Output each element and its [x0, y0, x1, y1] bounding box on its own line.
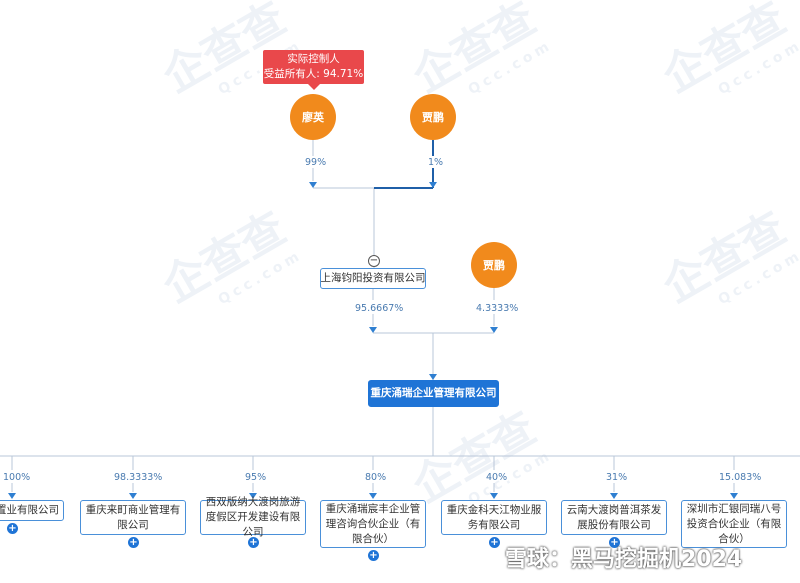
share-percent: 95%: [245, 472, 267, 483]
person-node-liaoying[interactable]: 廖英: [290, 94, 336, 140]
expand-toggle[interactable]: +: [368, 550, 379, 561]
expand-toggle[interactable]: +: [609, 537, 620, 548]
company-name: 置业有限公司: [0, 504, 59, 516]
expand-toggle[interactable]: +: [7, 523, 18, 534]
controller-badge: 实际控制人 受益所有人: 94.71%: [263, 50, 364, 90]
center-company-node[interactable]: 重庆涌瑞企业管理有限公司: [368, 380, 499, 407]
share-percent: 99%: [305, 157, 327, 168]
share-percent: 40%: [486, 472, 508, 483]
company-name: 上海钧阳投资有限公司: [320, 272, 426, 284]
company-name: 重庆金科天江物业服务有限公司: [446, 503, 542, 531]
person-node-jiapeng-mid[interactable]: 贾鹏: [471, 242, 517, 288]
company-name: 云南大渡岗普洱茶发展股份有限公司: [566, 503, 662, 531]
subsidiary-node[interactable]: 云南大渡岗普洱茶发展股份有限公司: [561, 500, 667, 535]
company-node-junyang[interactable]: 上海钧阳投资有限公司: [320, 268, 426, 289]
subsidiary-node[interactable]: 西双版纳大渡岗旅游度假区开发建设有限公司: [200, 496, 306, 538]
company-name: 重庆来町商业管理有限公司: [85, 503, 181, 531]
xueqiu-watermark: 雪球：黑马挖掘机2024: [505, 547, 743, 572]
subsidiary-node[interactable]: 置业有限公司: [0, 500, 64, 521]
company-name: 西双版纳大渡岗旅游度假区开发建设有限公司: [205, 496, 301, 538]
share-percent: 98.3333%: [114, 472, 163, 483]
share-percent: 15.083%: [719, 472, 762, 483]
share-percent: 80%: [365, 472, 387, 483]
expand-toggle[interactable]: +: [489, 537, 500, 548]
share-percent: 100%: [3, 472, 31, 483]
person-node-jiapeng-top[interactable]: 贾鹏: [410, 94, 456, 140]
subsidiary-node[interactable]: 深圳市汇银同瑞八号投资合伙企业（有限合伙）: [681, 500, 787, 548]
subsidiary-node[interactable]: 重庆来町商业管理有限公司: [80, 500, 186, 535]
company-name: 深圳市汇银同瑞八号投资合伙企业（有限合伙）: [686, 502, 782, 545]
badge-benefit: 受益所有人: 94.71%: [263, 68, 364, 80]
subsidiary-node[interactable]: 重庆金科天江物业服务有限公司: [441, 500, 547, 535]
badge-title: 实际控制人: [287, 53, 340, 65]
collapse-toggle[interactable]: −: [368, 255, 380, 267]
expand-toggle[interactable]: +: [248, 537, 259, 548]
subsidiary-node[interactable]: 重庆涌瑞宸丰企业管理咨询合伙企业（有限合伙）: [320, 500, 426, 548]
person-name: 贾鹏: [483, 259, 505, 272]
person-name: 廖英: [302, 111, 324, 124]
share-percent: 95.6667%: [355, 303, 404, 314]
share-percent: 1%: [428, 157, 444, 168]
expand-toggle[interactable]: +: [128, 537, 139, 548]
company-name: 重庆涌瑞宸丰企业管理咨询合伙企业（有限合伙）: [325, 502, 421, 545]
share-percent: 4.3333%: [476, 303, 519, 314]
person-name: 贾鹏: [422, 111, 444, 124]
share-percent: 31%: [606, 472, 628, 483]
company-name: 重庆涌瑞企业管理有限公司: [370, 387, 497, 399]
